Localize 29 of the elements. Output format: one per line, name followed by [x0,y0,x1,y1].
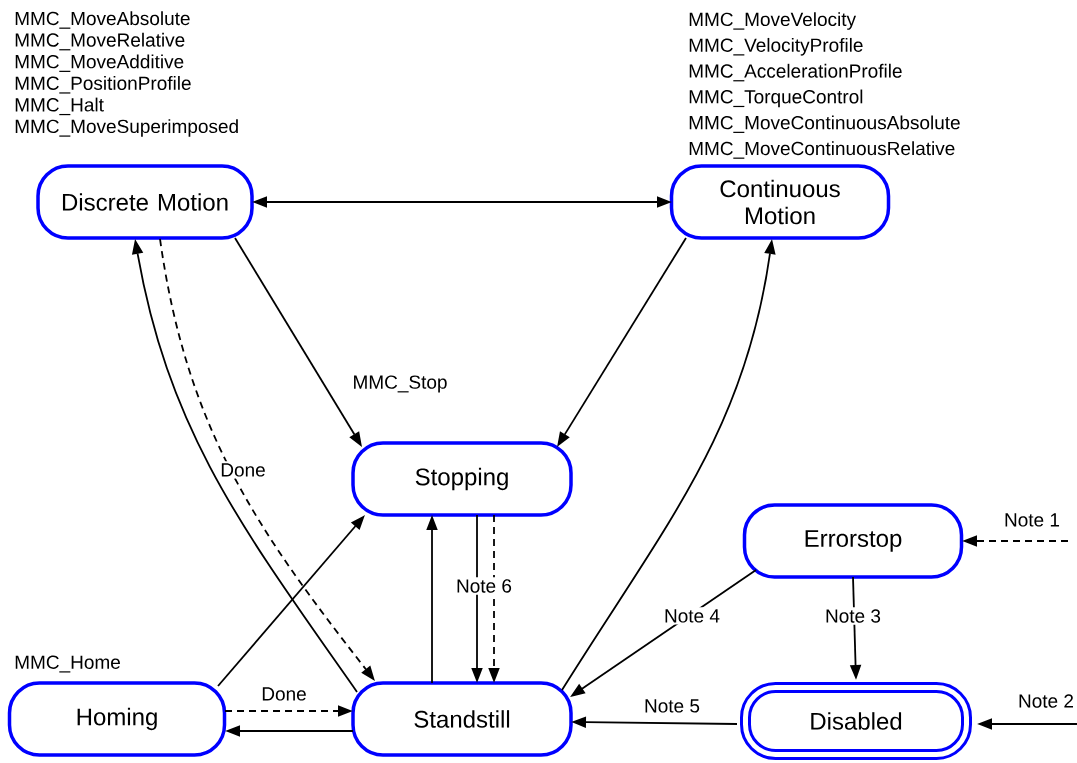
function-name: MMC_MoveAdditive [15,54,184,72]
function-name: MMC_Halt [15,97,104,116]
function-name: MMC_TorqueControl [689,89,863,108]
edge-label: Note 6 [454,577,514,595]
edge-label: Note 5 [642,697,702,715]
edge-label: Done [218,461,268,479]
function-name: MMC_PositionProfile [15,76,191,94]
state-box: Errorstop [742,503,964,579]
edge-label: Note 3 [823,607,883,625]
function-name: MMC_MoveVelocity [689,12,856,30]
function-name: MMC_MoveContinuousAbsolute [689,115,960,133]
function-name: MMC_MoveContinuousRelative [689,141,955,159]
state-box: Discrete Motion [36,164,254,240]
edge-label: Done [259,685,309,703]
state-box: Stopping [351,441,573,517]
function-name: MMC_Home [15,655,120,673]
edge-label: Note 4 [662,607,722,625]
edge-label: Note 1 [1002,511,1062,529]
state-box: Disabled [740,682,972,760]
function-name: MMC_MoveAbsolute [15,11,190,29]
edge-label: MMC_Stop [350,373,450,395]
state-box: Standstill [351,681,573,757]
state-box: Continuous Motion [669,164,891,240]
function-name: MMC_MoveRelative [15,32,185,51]
function-name: MMC_MoveSuperimposed [15,119,238,137]
state-box: Homing [7,681,227,757]
edge-label: Note 2 [1016,692,1076,710]
function-name: MMC_AccelerationProfile [689,63,902,82]
function-name: MMC_VelocityProfile [689,37,863,56]
